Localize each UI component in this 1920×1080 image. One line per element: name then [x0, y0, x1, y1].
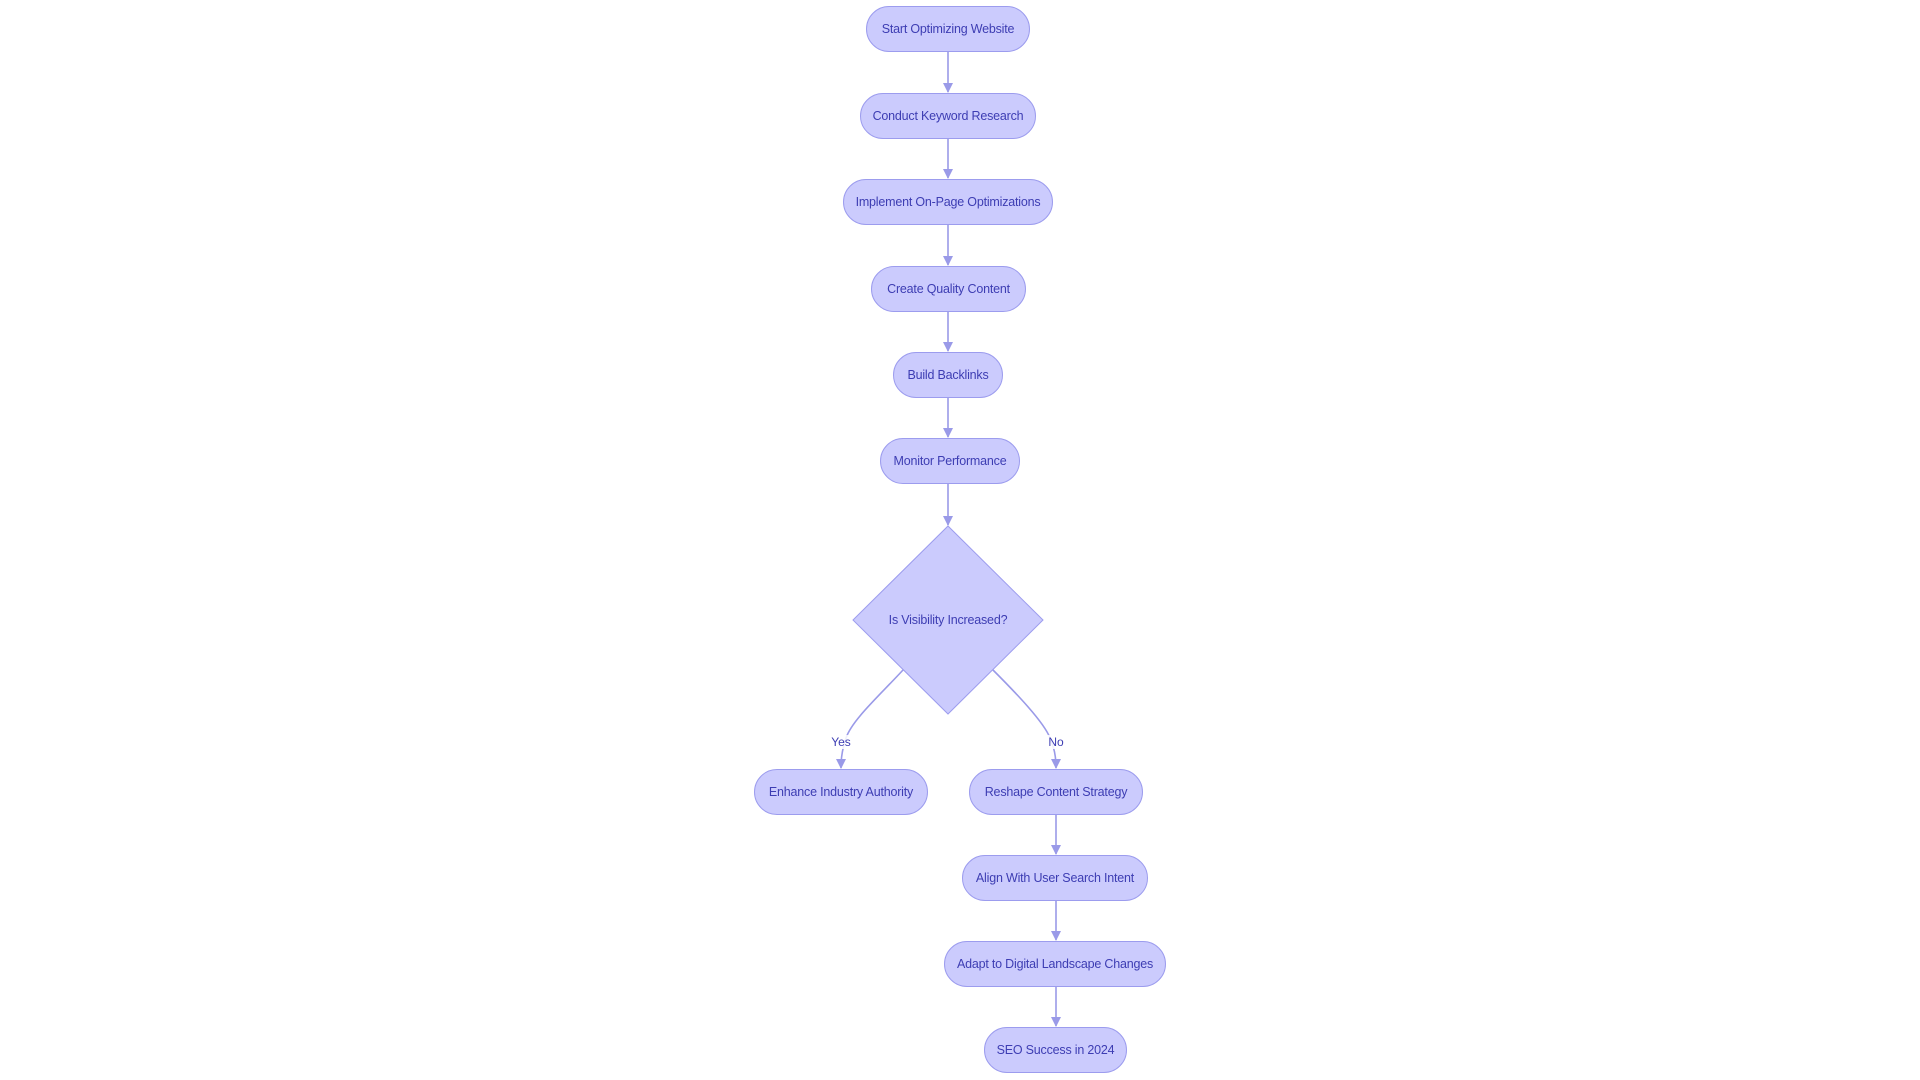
node-label: Start Optimizing Website — [881, 22, 1015, 36]
node-implement-on-page-optimizations: Implement On-Page Optimizations — [843, 179, 1053, 225]
node-label: Align With User Search Intent — [975, 871, 1135, 885]
edge-decision-yes — [836, 669, 904, 769]
node-align-with-user-search-intent: Align With User Search Intent — [962, 855, 1148, 901]
node-label: Implement On-Page Optimizations — [855, 195, 1041, 209]
node-seo-success-in-2024: SEO Success in 2024 — [984, 1027, 1127, 1073]
edge-label-no: No — [1047, 735, 1065, 749]
node-reshape-content-strategy: Reshape Content Strategy — [969, 769, 1143, 815]
node-monitor-performance: Monitor Performance — [880, 438, 1020, 484]
node-label: Adapt to Digital Landscape Changes — [956, 957, 1154, 971]
node-label: Reshape Content Strategy — [984, 785, 1128, 799]
node-label: Build Backlinks — [907, 368, 989, 382]
edge-decision-no — [992, 669, 1061, 769]
node-conduct-keyword-research: Conduct Keyword Research — [860, 93, 1036, 139]
node-label: Enhance Industry Authority — [768, 785, 914, 799]
edge-label-yes: Yes — [830, 735, 852, 749]
node-label: Create Quality Content — [887, 282, 1010, 296]
node-label: Conduct Keyword Research — [872, 109, 1024, 123]
node-start-optimizing-website: Start Optimizing Website — [866, 6, 1030, 52]
node-label: SEO Success in 2024 — [996, 1043, 1115, 1057]
node-create-quality-content: Create Quality Content — [871, 266, 1026, 312]
node-enhance-industry-authority: Enhance Industry Authority — [754, 769, 928, 815]
decision-label: Is Visibility Increased? — [888, 613, 1008, 627]
node-build-backlinks: Build Backlinks — [893, 352, 1003, 398]
node-label: Monitor Performance — [893, 454, 1007, 468]
node-adapt-to-digital-landscape-changes: Adapt to Digital Landscape Changes — [944, 941, 1166, 987]
decision-diamond — [852, 525, 1044, 715]
